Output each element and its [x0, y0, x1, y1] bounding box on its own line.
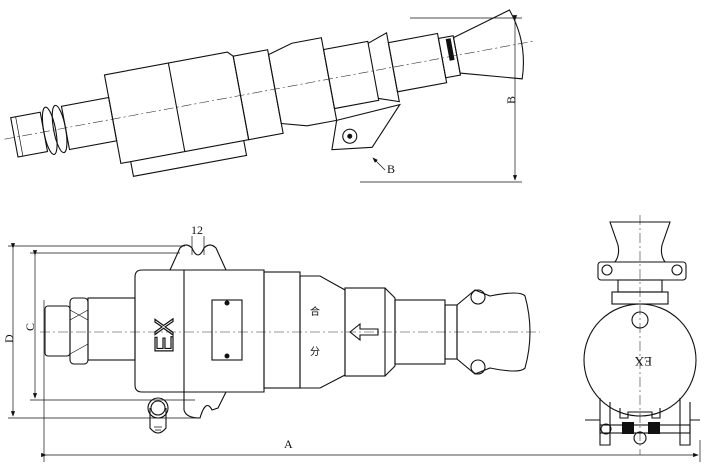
window — [211, 299, 243, 361]
dim-b-arrow-label: B — [387, 162, 395, 176]
dim-d-label: D — [2, 334, 16, 343]
dim-12-label: 12 — [191, 223, 203, 237]
dim-b-vertical-label: B — [504, 96, 518, 104]
ex-mark: EX — [149, 318, 179, 353]
open-mark: 分 — [310, 346, 320, 358]
front-view: EX 合 分 — [40, 244, 540, 434]
lever — [331, 103, 402, 151]
side-ex-mark: EX — [634, 354, 652, 369]
dim-a-label: A — [284, 437, 293, 451]
cable-nut — [44, 305, 71, 357]
dim-c-label: C — [23, 323, 37, 331]
handle — [452, 9, 524, 80]
arrow-icon — [349, 322, 379, 342]
junction-box — [134, 269, 265, 393]
side-view: EX — [583, 215, 700, 455]
top-mount-tab — [169, 244, 227, 271]
tilted-view — [4, 9, 536, 177]
handle — [456, 289, 531, 375]
close-mark: 合 — [310, 305, 320, 318]
body-circle — [583, 303, 697, 417]
